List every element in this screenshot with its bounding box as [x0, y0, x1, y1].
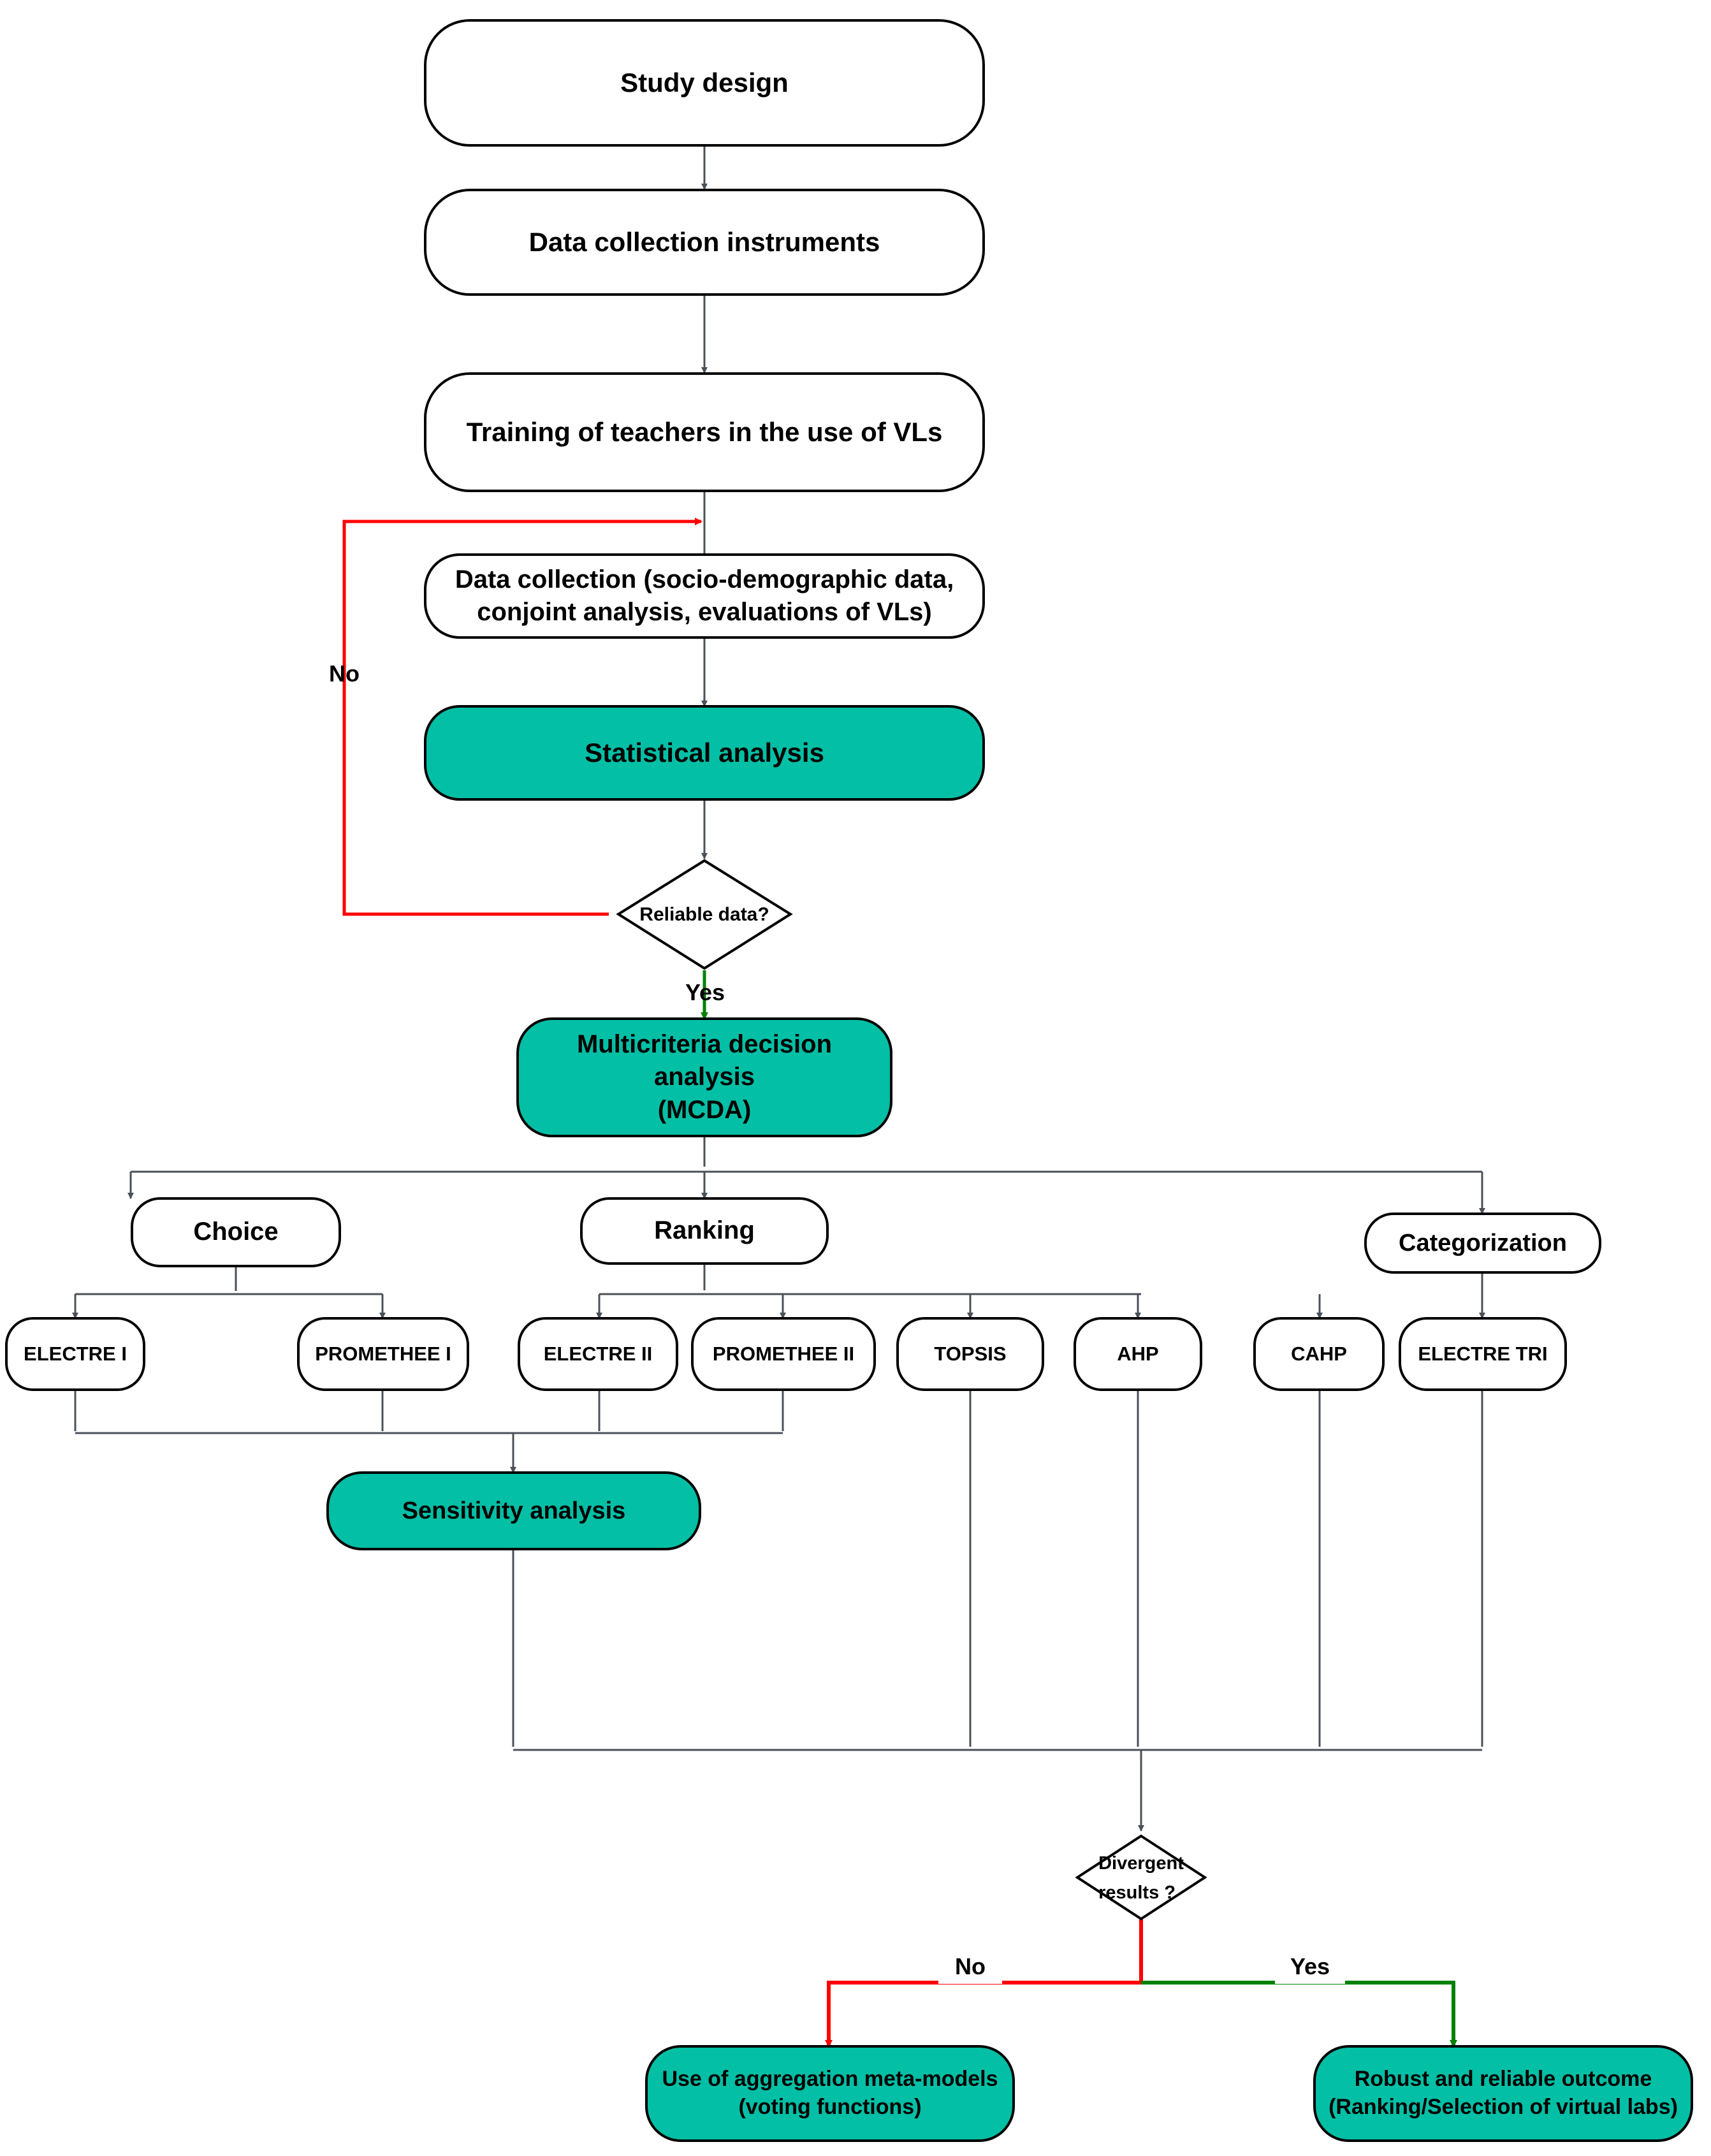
node-training[interactable]: Training of teachers in the use of VLs: [424, 372, 985, 492]
node-robust-outcome-label: Robust and reliable outcome (Ranking/Sel…: [1329, 2067, 1678, 2119]
node-promethee-i-label: PROMETHEE I: [315, 1343, 451, 1366]
node-mcda[interactable]: Multicriteria decision analysis (MCDA): [516, 1017, 892, 1137]
node-aggregation[interactable]: Use of aggregation meta-models (voting f…: [645, 2045, 1015, 2142]
node-sensitivity-analysis-label: Sensitivity analysis: [402, 1497, 626, 1524]
decision-reliable-data-text: Reliable data?: [639, 904, 769, 925]
node-mcda-label: Multicriteria decision analysis (MCDA): [576, 1030, 833, 1124]
edge-divergent-yes: [1141, 1981, 1457, 2048]
edge-label-divergent-yes: Yes: [1275, 1949, 1345, 1984]
decision-reliable-data-shape: [616, 859, 793, 970]
node-robust-outcome[interactable]: Robust and reliable outcome (Ranking/Sel…: [1313, 2045, 1693, 2142]
node-study-design-label: Study design: [620, 68, 789, 98]
node-data-collection-instruments[interactable]: Data collection instruments: [424, 189, 985, 296]
node-topsis-label: TOPSIS: [934, 1343, 1007, 1366]
node-ahp-label: AHP: [1117, 1343, 1159, 1366]
edge-label-reliable-yes: Yes: [685, 979, 725, 1005]
decision-divergent-results-text: Divergent results ?: [1098, 1853, 1184, 1903]
node-statistical-analysis[interactable]: Statistical analysis: [424, 705, 985, 801]
node-ranking-label: Ranking: [654, 1216, 755, 1245]
edge-label-reliable-no: No: [329, 660, 360, 687]
node-ranking[interactable]: Ranking: [580, 1197, 829, 1265]
node-data-collection-instruments-label: Data collection instruments: [528, 227, 880, 258]
node-training-label: Training of teachers in the use of VLs: [466, 417, 943, 448]
node-ahp[interactable]: AHP: [1074, 1317, 1202, 1391]
node-sensitivity-analysis[interactable]: Sensitivity analysis: [326, 1471, 701, 1550]
node-categorization[interactable]: Categorization: [1364, 1213, 1601, 1274]
node-electre-tri[interactable]: ELECTRE TRI: [1399, 1317, 1567, 1391]
node-categorization-label: Categorization: [1399, 1229, 1567, 1256]
node-electre-tri-label: ELECTRE TRI: [1418, 1343, 1548, 1366]
node-electre-i[interactable]: ELECTRE I: [5, 1317, 145, 1391]
node-study-design[interactable]: Study design: [424, 19, 985, 147]
edge-reliable-no-loopback: [342, 518, 703, 916]
node-cahp-label: CAHP: [1291, 1343, 1347, 1366]
node-statistical-analysis-label: Statistical analysis: [585, 738, 824, 768]
node-topsis[interactable]: TOPSIS: [896, 1317, 1044, 1391]
node-promethee-ii-label: PROMETHEE II: [712, 1343, 855, 1366]
node-electre-ii[interactable]: ELECTRE II: [518, 1317, 678, 1391]
node-data-collection[interactable]: Data collection (socio-demographic data,…: [424, 553, 985, 639]
node-promethee-i[interactable]: PROMETHEE I: [297, 1317, 469, 1391]
node-data-collection-label: Data collection (socio-demographic data,…: [455, 565, 954, 626]
node-aggregation-label: Use of aggregation meta-models (voting f…: [662, 2067, 998, 2119]
node-choice[interactable]: Choice: [131, 1197, 341, 1267]
node-promethee-ii[interactable]: PROMETHEE II: [691, 1317, 876, 1391]
decision-divergent-results-shape: [1075, 1834, 1207, 1921]
node-cahp[interactable]: CAHP: [1253, 1317, 1385, 1391]
node-electre-i-label: ELECTRE I: [24, 1343, 127, 1366]
node-choice-label: Choice: [193, 1218, 279, 1246]
edge-label-divergent-no: No: [938, 1949, 1002, 1984]
node-electre-ii-label: ELECTRE II: [543, 1343, 653, 1366]
